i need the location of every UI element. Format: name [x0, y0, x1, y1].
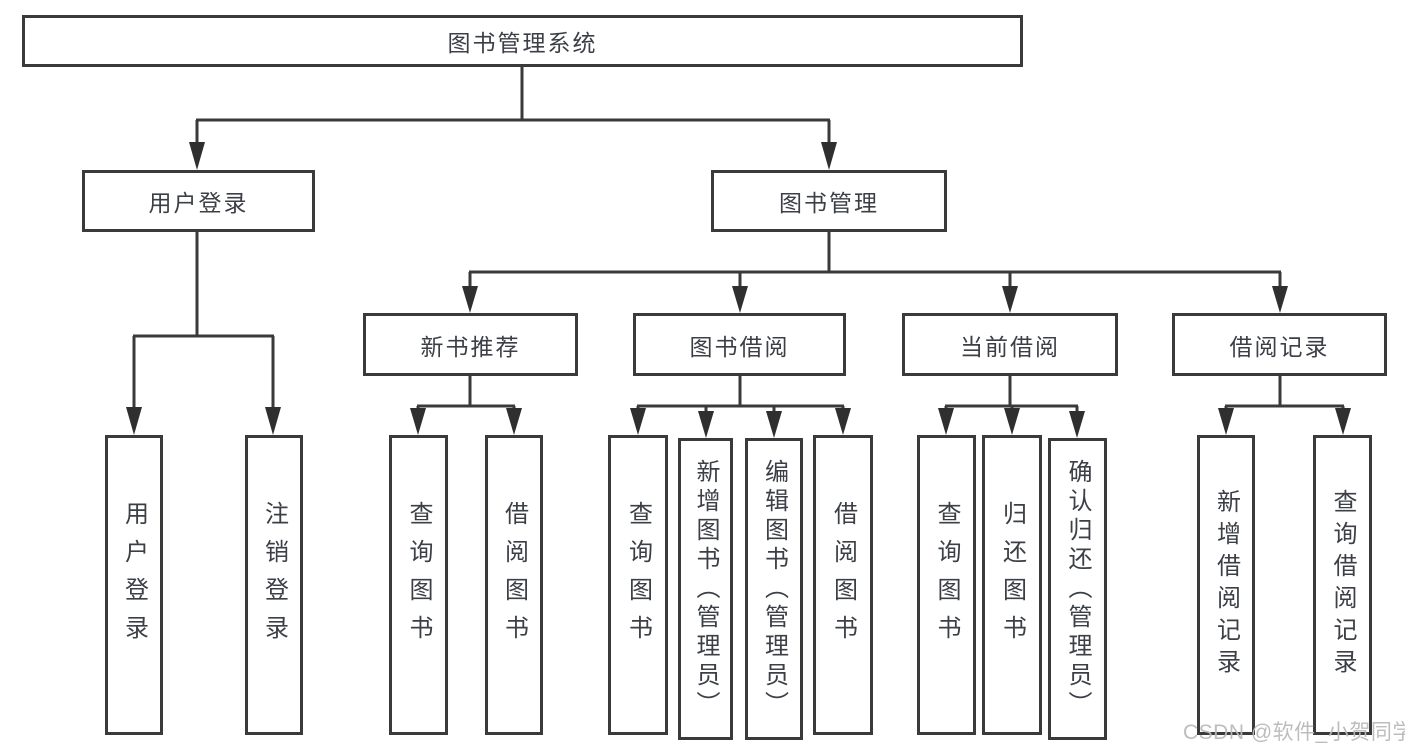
- leaf-borrow-books: 借阅图书: [813, 435, 873, 735]
- node-new-book-recommend: 新书推荐: [363, 313, 578, 376]
- leaf-user-login: 用户登录: [105, 435, 163, 735]
- node-borrowing-records: 借阅记录: [1172, 313, 1387, 376]
- node-label: 确认归还（管理员）: [1064, 458, 1091, 720]
- node-label: 当前借阅: [960, 333, 1060, 360]
- node-label: 借阅图书: [500, 501, 528, 653]
- node-label: 图书借阅: [689, 333, 790, 360]
- node-label: 图书管理系统: [447, 30, 598, 56]
- leaf-edit-books-admin: 编辑图书（管理员）: [745, 438, 803, 740]
- leaf-logout: 注销登录: [245, 435, 303, 735]
- leaf-return-books: 归还图书: [982, 435, 1042, 735]
- node-label: 新增借阅记录: [1212, 489, 1240, 681]
- csdn-watermark: CSDN @软件_小贺同学: [1183, 721, 1405, 744]
- node-label: 查询图书: [405, 501, 432, 653]
- leaf-borrow-books-recommend: 借阅图书: [485, 435, 543, 735]
- leaf-query-books-recommend: 查询图书: [389, 435, 448, 735]
- node-label: 用户登录: [148, 190, 249, 216]
- node-current-borrowing: 当前借阅: [902, 313, 1118, 376]
- leaf-query-books-borrowing: 查询图书: [608, 435, 668, 735]
- node-label: 新增图书（管理员）: [692, 458, 719, 720]
- leaf-add-borrow-record: 新增借阅记录: [1197, 435, 1255, 735]
- node-user-login: 用户登录: [82, 170, 315, 232]
- node-book-borrowing: 图书借阅: [633, 313, 846, 376]
- node-system-root: 图书管理系统: [22, 15, 1023, 67]
- node-label: 归还图书: [998, 501, 1026, 653]
- node-label: 注销登录: [260, 501, 288, 653]
- leaf-query-borrow-record: 查询借阅记录: [1313, 435, 1372, 735]
- node-label: 用户登录: [120, 501, 148, 653]
- node-label: 借阅记录: [1229, 333, 1330, 360]
- leaf-query-books-current: 查询图书: [917, 435, 976, 735]
- node-label: 借阅图书: [829, 501, 857, 653]
- leaf-add-books-admin: 新增图书（管理员）: [678, 438, 733, 740]
- node-label: 查询图书: [624, 501, 652, 653]
- node-label: 查询图书: [933, 501, 960, 653]
- node-book-management: 图书管理: [711, 170, 947, 232]
- leaf-confirm-return-admin: 确认归还（管理员）: [1048, 438, 1107, 740]
- node-label: 编辑图书（管理员）: [760, 458, 788, 720]
- node-label: 图书管理: [779, 190, 879, 216]
- node-label: 新书推荐: [420, 333, 521, 360]
- node-label: 查询借阅记录: [1329, 489, 1356, 681]
